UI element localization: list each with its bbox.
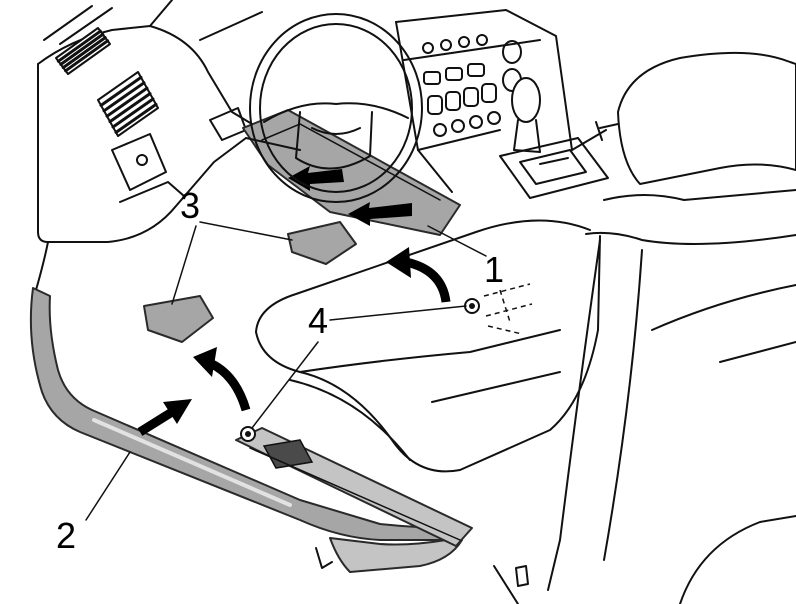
console-button bbox=[458, 36, 470, 48]
console-button bbox=[445, 91, 461, 111]
air-vent-lower bbox=[97, 71, 159, 137]
arrow-icon bbox=[348, 202, 412, 226]
console-button bbox=[451, 119, 465, 133]
callout-label-1: 1 bbox=[484, 249, 504, 290]
air-vent-upper bbox=[55, 27, 111, 75]
callout-label-4: 4 bbox=[308, 300, 328, 341]
callout-line-3b bbox=[171, 225, 197, 305]
console-button bbox=[476, 34, 488, 46]
rail-latch bbox=[262, 439, 314, 469]
console-button bbox=[463, 87, 479, 107]
console-button bbox=[469, 115, 483, 129]
center-console bbox=[395, 9, 607, 193]
console-button bbox=[440, 39, 452, 51]
console-button bbox=[427, 95, 443, 115]
callout-line-1 bbox=[427, 225, 487, 257]
floor-clip bbox=[493, 565, 529, 604]
console-button bbox=[481, 83, 497, 103]
curved-arrow-icon bbox=[386, 247, 451, 303]
callout-line-4a bbox=[329, 305, 467, 321]
callout-label-2: 2 bbox=[56, 515, 76, 556]
door-sill-trim bbox=[29, 287, 463, 573]
callout-line-3a bbox=[199, 221, 293, 241]
dashboard bbox=[35, 0, 263, 291]
seat-cushion bbox=[255, 219, 601, 473]
console-knob bbox=[502, 40, 522, 64]
callout-lines bbox=[85, 221, 487, 521]
curved-arrow-icon bbox=[193, 347, 251, 412]
sill-end-cap bbox=[329, 537, 463, 573]
floor-mat-strip bbox=[242, 109, 461, 236]
console-button bbox=[445, 67, 463, 81]
floor-pad-upper bbox=[287, 221, 357, 265]
bolt-rear bbox=[464, 298, 480, 314]
seat-backrest bbox=[547, 51, 796, 604]
headrest bbox=[617, 51, 796, 185]
console-button bbox=[487, 111, 501, 125]
callout-line-2 bbox=[85, 451, 131, 521]
callout-line-4b bbox=[251, 341, 319, 429]
floor-pad-lower bbox=[143, 295, 214, 343]
steering-wheel bbox=[245, 13, 423, 203]
straight-arrow-icon bbox=[137, 399, 192, 436]
console-button bbox=[467, 63, 485, 77]
bolt-front bbox=[240, 426, 256, 442]
hidden-outline bbox=[483, 283, 533, 335]
arrow-icon bbox=[288, 166, 344, 191]
gear-shifter bbox=[499, 77, 609, 199]
console-button bbox=[422, 42, 434, 54]
callout-label-3: 3 bbox=[180, 185, 200, 226]
console-button bbox=[433, 123, 447, 137]
console-button bbox=[423, 71, 441, 85]
